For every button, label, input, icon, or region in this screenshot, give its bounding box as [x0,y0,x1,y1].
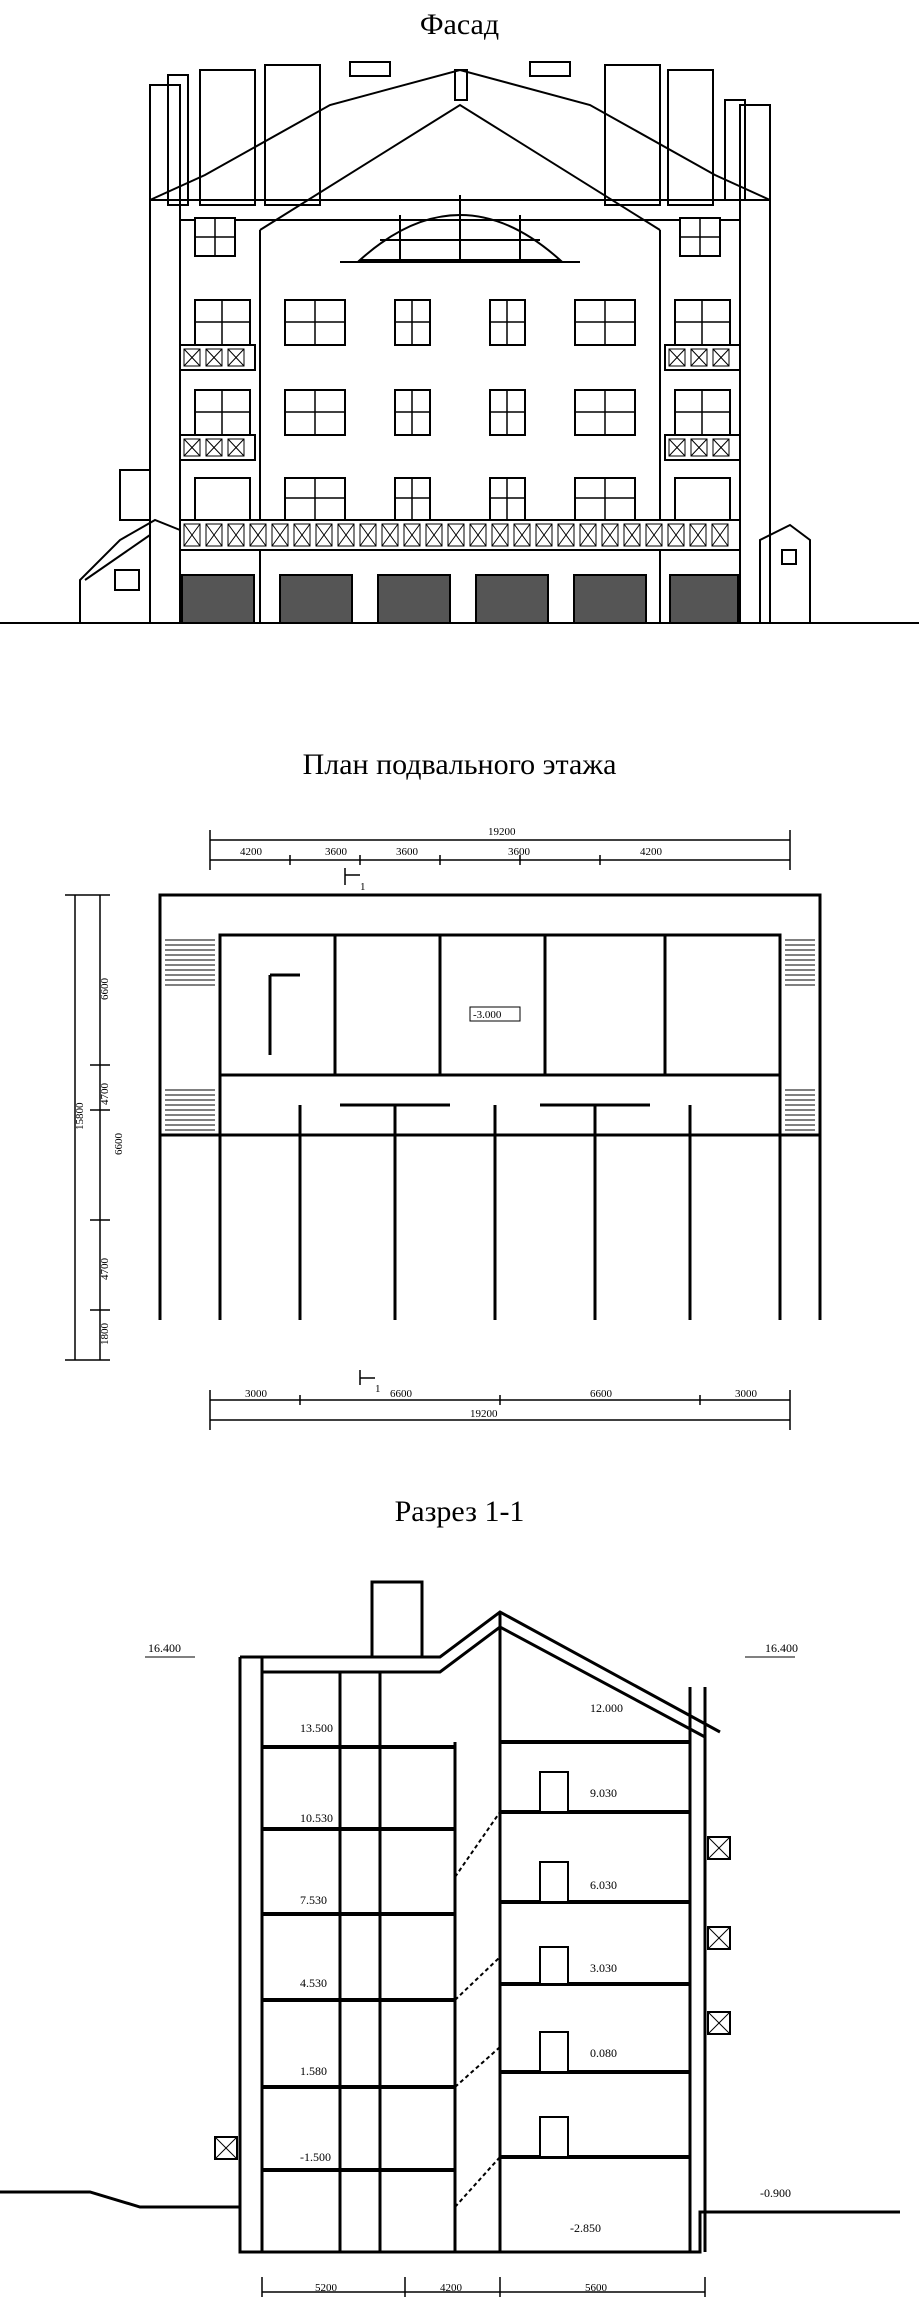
facade-windows [194,217,731,521]
plan-top-dims: 19200 4200 3600 3600 3600 4200 1 [240,826,663,893]
section-level: 7.530 [300,1893,327,1907]
facade-drawing [0,61,919,624]
section-level: 4.530 [300,1976,327,1990]
section-slabs [262,1740,690,2172]
facade-garage-doors [181,574,739,624]
section-level: 13.500 [300,1721,333,1735]
plan-cut-mark: 1 [360,881,366,893]
section-level: 3.030 [590,1961,617,1975]
section-stairs [454,1811,501,2208]
facade-title: Фасад [419,8,500,41]
section-left-levels: 13.500 10.530 7.530 4.530 1.580 -1.500 [300,1721,333,2164]
plan-left-dim: 6600 [99,978,111,1001]
section-level: 9.030 [590,1786,617,1800]
plan-top-dim: 3600 [396,846,419,858]
section-level: 10.530 [300,1811,333,1825]
plan-bottom-dim: 3000 [245,1388,268,1400]
section-bottom-dims: 5200 4200 5600 [315,2282,608,2294]
section-bottom-dim: 5600 [585,2282,608,2294]
plan-top-dim: 3600 [508,846,531,858]
section-ground-level: -0.900 [760,2186,791,2200]
section-structure [0,1580,900,2254]
plan-top-dim: 3600 [325,846,348,858]
section-level: 0.080 [590,2046,617,2060]
plan-top-dim: 4200 [640,846,663,858]
section-level: -2.850 [570,2221,601,2235]
section-level: 6.030 [590,1878,617,1892]
section-drawing: 16.400 16.400 [0,1580,900,2297]
section-level-top-left: 16.400 [148,1641,181,1655]
plan-bottom-dims: 3000 6600 6600 3000 19200 1 [245,1383,758,1420]
plan-stairs [165,939,815,1136]
section-bottom-dim: 5200 [315,2282,338,2294]
plan-left-dim: 1800 [99,1323,111,1346]
section-bottom-dim: 4200 [440,2282,463,2294]
plan-left-dim: 4700 [99,1083,111,1106]
plan-title: План подвального этажа [302,748,617,781]
plan-bottom-total: 19200 [470,1408,498,1420]
plan-top-dim: 4200 [240,846,263,858]
section-level: 12.000 [590,1701,623,1715]
plan-cut-mark-bottom: 1 [375,1383,381,1395]
section-level: 1.580 [300,2064,327,2078]
plan-bottom-dim: 3000 [735,1388,758,1400]
facade-balconies [179,344,741,551]
section-level: -1.500 [300,2150,331,2164]
plan-left-dim: 4700 [99,1258,111,1281]
plan-bottom-dim: 6600 [390,1388,413,1400]
plan-floor-level: -3.000 [473,1009,502,1021]
section-level-top-right: 16.400 [765,1641,798,1655]
plan-left-dims: 15800 6600 4700 6600 4700 1800 [74,978,125,1346]
plan-left-dim: 6600 [113,1133,125,1156]
plan-top-total: 19200 [488,826,516,838]
plan-bottom-dim: 6600 [590,1388,613,1400]
section-title: Разрез 1-1 [394,1495,525,1528]
plan-walls [158,893,822,1320]
section-right-levels: 12.000 9.030 6.030 3.030 0.080 -2.850 [570,1701,623,2235]
basement-plan-drawing: 19200 4200 3600 3600 3600 4200 1 -3.00 [65,826,822,1430]
section-doors [539,1771,569,2158]
plan-left-total: 15800 [74,1102,86,1130]
